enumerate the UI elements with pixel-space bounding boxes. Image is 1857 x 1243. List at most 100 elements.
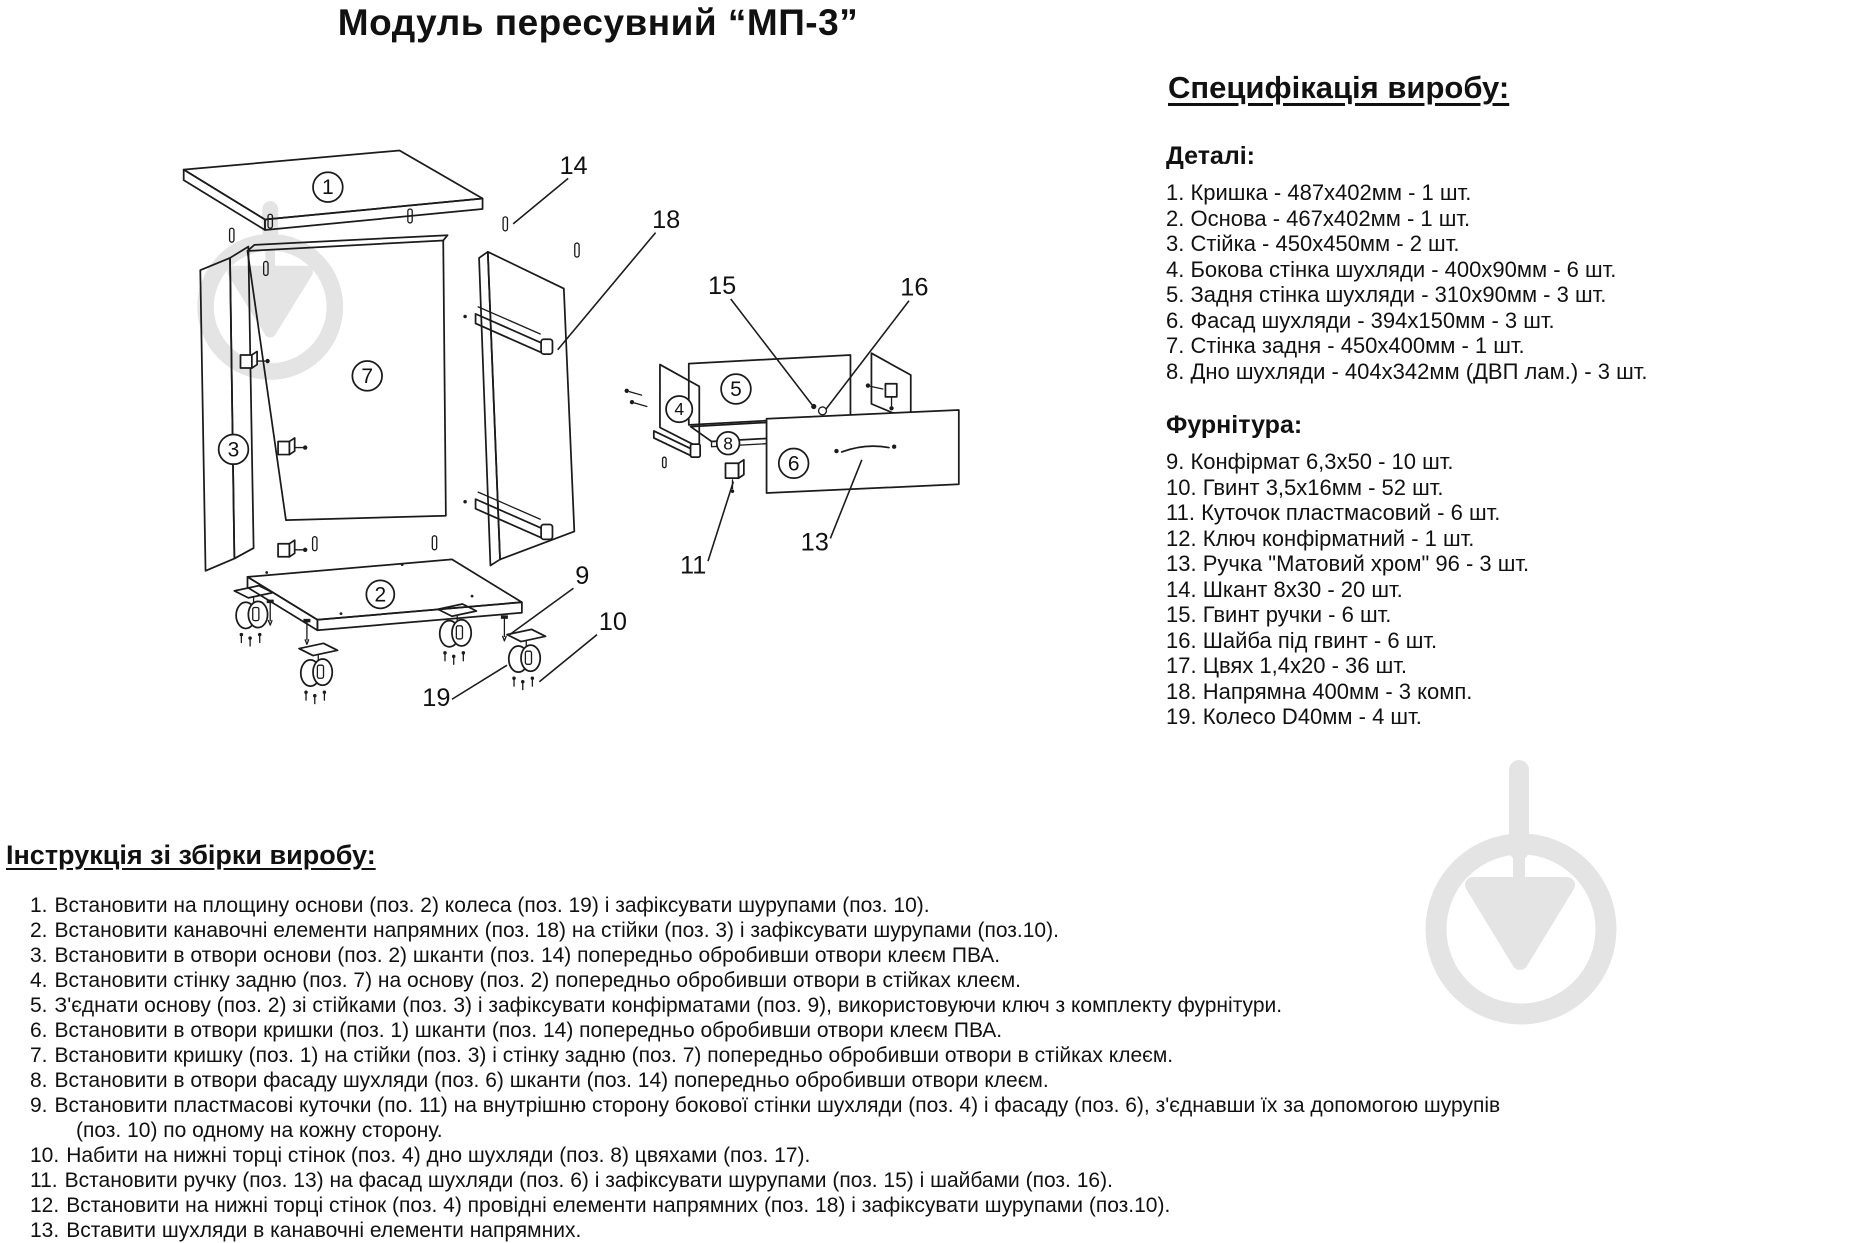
assembly-diagram: 1 7 3 2 4 5 8 6 14 18 15 16	[182, 149, 960, 712]
svg-text:18: 18	[652, 206, 680, 234]
caster-wheel	[437, 603, 478, 666]
instruction-item: 12.Встановити на нижні торці стінок (поз…	[30, 1193, 1535, 1218]
leader-label-10: 10	[538, 608, 627, 683]
instruction-number: 1.	[30, 894, 48, 917]
instruction-item: 5. З'єднати основу (поз. 2) зі стійками (…	[30, 993, 1535, 1018]
drawer-back-panel	[687, 354, 852, 426]
instruction-text: Встановити ручку (поз. 13) на фасад шухл…	[64, 1169, 1113, 1192]
instruction-text: Встановити в отвори основи (поз. 2) шкан…	[54, 944, 1001, 967]
instruction-text: Вставити шухляди в канавочні елементи на…	[66, 1219, 582, 1242]
back-panel	[246, 234, 449, 521]
instruction-item: 11.Встановити ручку (поз. 13) на фасад ш…	[30, 1168, 1535, 1193]
specification-heading: Специфікація виробу:	[1168, 70, 1510, 105]
handle-screw	[811, 403, 817, 410]
parts-heading: Деталі:	[1166, 142, 1255, 170]
part-balloon-2: 2	[365, 579, 396, 610]
caster-wheel	[233, 584, 274, 647]
instruction-number: 2.	[30, 919, 48, 942]
hardware-item: 10. Гвинт 3,5х16мм - 52 шт.	[1166, 474, 1444, 500]
part-balloon-1: 1	[312, 171, 344, 203]
drawer-front-panel	[765, 409, 960, 494]
instructions-list: 1. Встановити на площину основи (поз. 2) …	[30, 893, 1535, 1243]
hardware-item: 15. Гвинт ручки - 6 шт.	[1166, 602, 1392, 627]
svg-text:19: 19	[422, 684, 450, 712]
instruction-item: 4.Встановити стінку задню (поз. 7) на ос…	[30, 968, 1535, 993]
part-balloon-4: 4	[665, 395, 694, 424]
instruction-item: 1. Встановити на площину основи (поз. 2) …	[30, 893, 1535, 918]
instruction-text: Набити на нижні торці стінок (поз. 4) дн…	[66, 1144, 811, 1167]
drawer-side-panel-right	[865, 352, 912, 422]
instruction-text: Встановити пластмасові куточки (по. 11) …	[54, 1094, 1501, 1142]
drawer-side-panel	[624, 363, 702, 469]
part-item: 1. Кришка - 487х402мм - 1 шт.	[1166, 180, 1472, 205]
part-balloon-7: 7	[351, 360, 383, 392]
instruction-text: Встановити канавочні елементи напрямних …	[54, 919, 1059, 942]
part-balloon-8: 8	[715, 430, 741, 456]
svg-text:3: 3	[228, 438, 240, 461]
instruction-text: Встановити на площину основи (поз. 2) ко…	[54, 894, 930, 917]
instruction-number: 13.	[30, 1219, 60, 1242]
dowel-pin	[502, 216, 509, 232]
leader-label-18: 18	[557, 206, 680, 351]
svg-text:15: 15	[708, 272, 736, 300]
hardware-item: 19. Колесо D40мм - 4 шт.	[1166, 704, 1422, 729]
instruction-text: Встановити в отвори фасаду шухляди (поз.…	[54, 1069, 1049, 1092]
instruction-item: 8. Встановити в отвори фасаду шухляди (по…	[30, 1068, 1535, 1093]
hardware-list: 9. Конфірмат 6,3х50 - 10 шт. 10. Гвинт 3…	[1166, 449, 1856, 730]
instruction-number: 8.	[30, 1069, 48, 1092]
instruction-text: Встановити кришку (поз. 1) на стійки (по…	[54, 1044, 1174, 1067]
svg-text:8: 8	[723, 433, 733, 453]
hardware-item: 11. Куточок пластмасовий - 6 шт.	[1166, 500, 1501, 525]
svg-text:2: 2	[374, 583, 386, 606]
part-item: 4. Бокова стінка шухляди - 400х90мм - 6 …	[1166, 256, 1617, 282]
part-item: 7. Стінка задня - 450х400мм - 1 шт.	[1166, 333, 1525, 358]
hardware-item: 18. Напрямна 400мм - 3 комп.	[1166, 678, 1473, 704]
part-item: 2. Основа - 467х402мм - 1 шт.	[1166, 205, 1471, 231]
leader-label-19: 19	[422, 664, 508, 712]
instructions-heading: Інструкція зі збірки виробу:	[6, 840, 376, 870]
instruction-number: 3.	[30, 944, 48, 967]
hardware-item: 17. Цвях 1,4х20 - 36 шт.	[1166, 653, 1408, 678]
instruction-text: Встановити стінку задню (поз. 7) на осно…	[54, 969, 1022, 992]
right-side-panel	[463, 250, 576, 567]
instruction-text: З'єднати основу (поз. 2) зі стійками (по…	[54, 994, 1283, 1017]
svg-text:13: 13	[801, 529, 829, 557]
leader-label-15: 15	[708, 272, 813, 406]
parts-list: 1. Кришка - 487х402мм - 1 шт. 2. Основа …	[1166, 180, 1856, 384]
leader-label-14: 14	[512, 152, 588, 225]
plastic-corner-bracket	[724, 458, 745, 494]
svg-text:1: 1	[322, 176, 334, 199]
caster-wheel	[298, 642, 339, 705]
hardware-heading: Фурнітура:	[1166, 411, 1303, 439]
instruction-item: 2. Встановити канавочні елементи напрямни…	[30, 918, 1535, 943]
specification-section: Специфікація виробу: Деталі: 1. Кришка -…	[1166, 70, 1856, 730]
instruction-number: 10.	[30, 1144, 60, 1167]
instruction-text: Встановити на нижні торці стінок (поз. 4…	[66, 1194, 1171, 1217]
instruction-item: 7.Встановити кришку (поз. 1) на стійки (…	[30, 1043, 1535, 1068]
confirmat-screw	[500, 614, 509, 642]
svg-text:16: 16	[900, 274, 928, 302]
svg-text:10: 10	[599, 608, 627, 636]
corner-bracket	[277, 437, 309, 456]
hardware-item: 16. Шайба під гвинт - 6 шт.	[1166, 627, 1438, 653]
corner-bracket	[277, 539, 309, 558]
dowel-hole	[431, 535, 438, 551]
part-balloon-3: 3	[217, 433, 250, 466]
instruction-item: 10. Набити на нижні торці стінок (поз. 4)…	[30, 1143, 1535, 1168]
hardware-item: 13. Ручка "Матовий хром" 96 - 3 шт.	[1166, 551, 1530, 576]
part-item: 6. Фасад шухляди - 394х150мм - 3 шт.	[1166, 307, 1555, 333]
dowel-hole	[311, 536, 318, 552]
instruction-number: 6.	[30, 1019, 48, 1042]
screw-washer	[817, 406, 828, 416]
top-panel	[182, 149, 484, 231]
dowel-pin	[228, 227, 235, 243]
instruction-item: 3. Встановити в отвори основи (поз. 2) шк…	[30, 943, 1535, 968]
part-item: 3. Стійка - 450х450мм - 2 шт.	[1166, 231, 1460, 256]
watermark-logo	[1425, 760, 1617, 1025]
svg-text:14: 14	[559, 152, 587, 180]
leader-label-13: 13	[801, 459, 863, 557]
instruction-number: 5.	[30, 994, 48, 1017]
svg-text:6: 6	[788, 452, 800, 475]
svg-text:5: 5	[730, 378, 742, 401]
